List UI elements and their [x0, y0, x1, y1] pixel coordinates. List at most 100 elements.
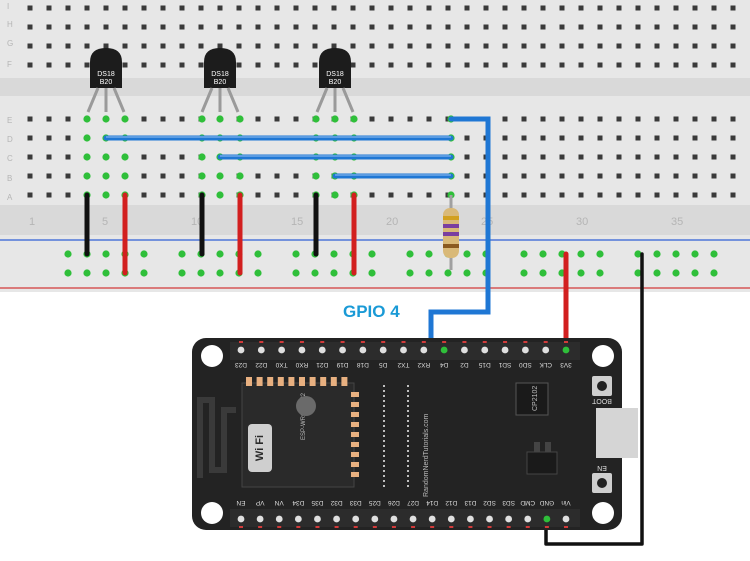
hole: [426, 5, 432, 11]
hole: [711, 192, 717, 198]
hole: [692, 135, 698, 141]
top-pin-label: RX0: [295, 361, 308, 368]
connected-hole: [198, 153, 206, 161]
top-pin-label: D2: [460, 361, 469, 368]
connected-hole: [350, 115, 358, 123]
bottom-pin-marker: [430, 526, 435, 528]
hole: [483, 43, 489, 49]
hole: [293, 116, 299, 122]
hole: [445, 24, 451, 30]
bottom-pin-marker: [449, 526, 454, 528]
hole: [616, 62, 622, 68]
bottom-pin-hole: [314, 515, 321, 523]
en-button[interactable]: [592, 473, 612, 493]
top-pin-label: D21: [316, 361, 328, 368]
bottom-pin-label: SD3: [502, 499, 515, 506]
hole: [445, 62, 451, 68]
hole: [312, 62, 318, 68]
connected-rail-hole: [254, 250, 262, 258]
hole: [236, 5, 242, 11]
hole: [27, 5, 33, 11]
hole: [46, 135, 52, 141]
connected-rail-hole: [596, 250, 604, 258]
bottom-pin-hole: [486, 515, 493, 523]
hole: [540, 135, 546, 141]
bottom-pin-marker: [277, 526, 282, 528]
hole: [730, 62, 736, 68]
top-pin-label: RX2: [417, 361, 430, 368]
bottom-pin-hole: [524, 515, 532, 523]
connected-rail-hole: [292, 269, 300, 277]
connected-hole: [216, 115, 224, 123]
sensor-2-label-line1: DS18: [211, 71, 229, 78]
hole: [407, 43, 413, 49]
bottom-pin-hole: [275, 515, 283, 523]
connected-rail-hole: [691, 250, 699, 258]
module-pad: [351, 462, 359, 467]
hole: [483, 62, 489, 68]
top-pin-label: D15: [478, 361, 490, 368]
hole: [578, 173, 584, 179]
top-pin-label: D23: [235, 361, 247, 368]
top-pin-label: CLK: [539, 361, 552, 368]
connected-hole: [121, 172, 129, 180]
top-pin-hole: [521, 346, 529, 354]
bottom-pin-hole: [467, 515, 474, 523]
hole: [502, 116, 508, 122]
hole: [559, 116, 565, 122]
sensor-2-label-line2: B20: [214, 79, 227, 86]
hole: [388, 24, 394, 30]
hole: [540, 173, 546, 179]
top-pin-marker: [279, 341, 284, 343]
connected-hole: [121, 153, 129, 161]
hole: [388, 5, 394, 11]
boot-button[interactable]: [592, 376, 612, 396]
connected-rail-hole: [653, 250, 661, 258]
top-pin-hole: [501, 346, 509, 354]
bottom-pin-hole: [352, 515, 360, 523]
hole: [331, 24, 337, 30]
bottom-pin-marker: [391, 526, 396, 528]
connected-rail-hole: [178, 250, 186, 258]
connected-rail-hole: [406, 269, 414, 277]
hole: [635, 62, 641, 68]
hole: [426, 116, 432, 122]
connected-hole: [121, 115, 129, 123]
hole: [27, 62, 33, 68]
hole: [369, 62, 375, 68]
hole: [122, 43, 128, 49]
hole: [407, 24, 413, 30]
hole: [350, 62, 356, 68]
bottom-pin-label: Vin: [561, 499, 571, 506]
hole: [578, 5, 584, 11]
hole: [293, 173, 299, 179]
bottom-pin-marker: [487, 526, 492, 528]
hole: [179, 43, 185, 49]
connected-rail-hole: [368, 269, 376, 277]
module-pad: [267, 377, 274, 386]
hole: [578, 116, 584, 122]
bottom-pin-marker: [372, 526, 377, 528]
hole: [103, 24, 109, 30]
bottom-pin-marker: [506, 526, 511, 528]
hole: [616, 24, 622, 30]
col-number-30: 30: [576, 216, 588, 228]
hole: [654, 116, 660, 122]
hole: [293, 24, 299, 30]
hole: [141, 116, 147, 122]
connected-rail-hole: [596, 269, 604, 277]
data-bus-wires: [103, 116, 491, 351]
hole: [369, 116, 375, 122]
hole: [673, 43, 679, 49]
hole: [540, 192, 546, 198]
connected-hole: [198, 115, 206, 123]
hole: [635, 5, 641, 11]
hole: [616, 5, 622, 11]
hole: [46, 24, 52, 30]
hole: [46, 5, 52, 11]
connected-hole: [102, 153, 110, 161]
connected-rail-hole: [64, 269, 72, 277]
hole: [255, 116, 261, 122]
